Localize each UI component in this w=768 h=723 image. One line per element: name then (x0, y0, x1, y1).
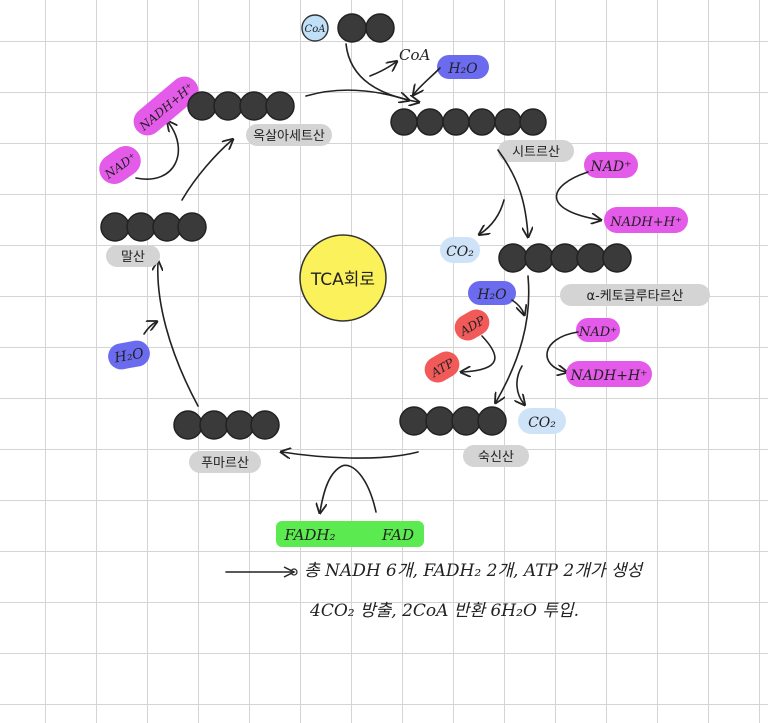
nad-1-label: NAD⁺ (590, 159, 632, 175)
coa-label: CoA (305, 24, 326, 35)
alpha-ketoglutaric-acid: α-케토글루타르산 (498, 243, 710, 306)
nadh-2-pill (566, 361, 652, 387)
center-label: TCA회로 (310, 270, 375, 290)
co2-1-label: CO₂ (446, 244, 474, 260)
tca-center: TCA회로 (299, 234, 387, 322)
co2-2-pill (518, 408, 566, 434)
h2o-1-label: H₂O (447, 61, 478, 77)
succinic-label: 숙신산 (478, 450, 514, 465)
citric-acid-label: 시트르산 (512, 145, 560, 160)
acetyl-coa: CoA (301, 13, 395, 43)
citric-acid: 시트르산 (390, 108, 574, 162)
h2o-2-label: H₂O (476, 287, 507, 303)
nadh-1-label: NADH+H⁺ (609, 215, 682, 230)
coa-release-label: CoA (399, 46, 431, 64)
nad-2-label: NAD⁺ (578, 325, 617, 340)
nad-1-pill (584, 152, 638, 178)
nadh-2-label: NADH+H⁺ (569, 368, 647, 384)
summary-line-2: 4CO₂ 방출, 2CoA 반환 6H₂O 투입. (309, 601, 579, 621)
fumaric-acid: 푸마르산 (173, 410, 280, 473)
atp-pill (424, 351, 460, 383)
fumaric-label: 푸마르산 (201, 456, 249, 471)
fadh2-label: FADH₂ (283, 526, 335, 544)
oxaloacetic-label: 옥살아세트산 (253, 129, 325, 144)
oxaloacetic-acid: 옥살아세트산 (187, 91, 332, 146)
nad-3-pill (99, 145, 141, 185)
summary-line-1: 총 NADH 6개, FADH₂ 2개, ATP 2개가 생성 (304, 561, 645, 581)
co2-1-pill (440, 237, 480, 263)
nadh-1-pill (604, 207, 688, 233)
h2o-2-pill (468, 281, 516, 305)
malic-label: 말산 (121, 250, 145, 265)
nad-2-pill (576, 318, 620, 342)
nadh-3-pill (133, 76, 199, 136)
fad-bar (276, 521, 424, 547)
adp-pill (454, 309, 490, 341)
co2-2-label: CO₂ (528, 415, 556, 431)
h2o-3-pill (108, 340, 150, 370)
h2o-1-pill (437, 55, 489, 79)
succinic-acid: 숙신산 (399, 406, 529, 467)
fad-label: FAD (381, 526, 414, 544)
h2o-3-label: H₂O (112, 345, 145, 366)
ketoglutaric-label: α-케토글루타르산 (587, 289, 684, 304)
malic-acid: 말산 (100, 212, 207, 267)
